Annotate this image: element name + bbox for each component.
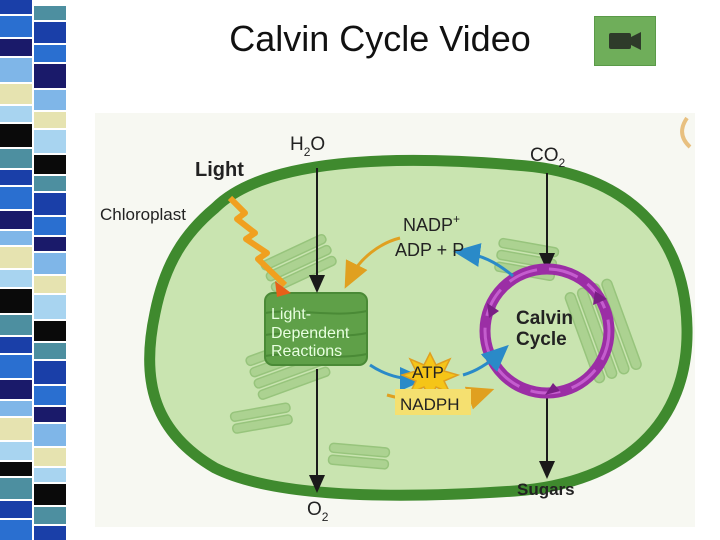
- stripe-block: [34, 217, 66, 235]
- stripe-block: [34, 468, 66, 482]
- stripe-block: [34, 193, 66, 215]
- stripe-block: [0, 315, 32, 335]
- stripe-block: [34, 6, 66, 20]
- stripe-block: [34, 321, 66, 341]
- stripe-block: [0, 401, 32, 416]
- light-bolt-head: [275, 281, 291, 297]
- atp-label: ATP: [412, 363, 444, 382]
- light-bolt: [227, 195, 288, 288]
- stripe-block: [0, 187, 32, 209]
- stripe-block: [0, 270, 32, 287]
- stripe-block: [34, 484, 66, 505]
- stripe-block: [0, 170, 32, 185]
- stripe-block: [34, 407, 66, 422]
- stripe-block: [0, 462, 32, 476]
- light-reactions-line-3: Reactions: [271, 343, 342, 360]
- co2-label: CO2: [530, 145, 566, 170]
- stripe-block: [0, 442, 32, 460]
- o2-label: O2: [307, 499, 329, 524]
- stripe-block: [0, 39, 32, 56]
- stripe-block: [34, 526, 66, 540]
- stripe-block: [0, 106, 32, 122]
- stripe-block: [0, 289, 32, 313]
- calvin-to-adp-arrow: [453, 243, 514, 278]
- stripe-block: [0, 16, 32, 37]
- nadph-highlight: [395, 389, 471, 415]
- stripe-block: [34, 295, 66, 319]
- stripe-block: [0, 231, 32, 245]
- stripe-block: [34, 130, 66, 153]
- stripe-block: [34, 155, 66, 174]
- light-label: Light: [195, 159, 244, 181]
- stripe-block: [34, 361, 66, 384]
- calvin-label-line-1: Calvin: [516, 308, 573, 329]
- calvin-cycle-ring: [479, 263, 615, 399]
- stripe-block: [0, 247, 32, 268]
- stripe-block: [0, 124, 32, 147]
- stripe-block: [34, 22, 66, 43]
- adp-label: ADP + P: [395, 240, 464, 260]
- nadp-label: NADP+: [403, 212, 460, 235]
- stripe-block: [0, 337, 32, 353]
- nadph-label: NADPH: [400, 395, 460, 414]
- stripe-block: [0, 520, 32, 540]
- stripe-block: [0, 355, 32, 378]
- decorative-stripe: [0, 0, 66, 540]
- stripe-block: [0, 478, 32, 499]
- stripe-block: [0, 84, 32, 104]
- stripe-block: [34, 424, 66, 446]
- video-camera-icon: [609, 32, 641, 50]
- light-reactions-box: [264, 292, 368, 366]
- stripe-block: [34, 448, 66, 466]
- stripe-block: [0, 58, 32, 82]
- stripe-block: [0, 501, 32, 518]
- calvin-cycle-diagram: Light- Dependent Reactions Light Chlorop…: [95, 113, 695, 527]
- stripe-block: [34, 90, 66, 110]
- stripe-block: [0, 380, 32, 399]
- stripe-block: [34, 45, 66, 62]
- light-reactions-line-1: Light-: [271, 306, 311, 323]
- calvin-label-line-2: Cycle: [516, 329, 567, 350]
- light-reactions-line-2: Dependent: [271, 325, 350, 342]
- stripe-block: [0, 211, 32, 229]
- stripe-block: [0, 0, 32, 14]
- nadp-return-arrow: [344, 236, 401, 289]
- stripe-block: [0, 149, 32, 168]
- stripe-block: [34, 176, 66, 191]
- stripe-block: [34, 64, 66, 88]
- stripe-block: [34, 112, 66, 128]
- stripe-block: [34, 386, 66, 405]
- stripe-block: [34, 253, 66, 274]
- sugars-label: Sugars: [517, 480, 575, 499]
- stripe-block: [34, 276, 66, 293]
- stripe-block: [34, 237, 66, 251]
- slide-title: Calvin Cycle Video: [229, 18, 531, 59]
- h2o-label: H2O: [290, 134, 325, 159]
- atp-to-calvin-arrow: [462, 344, 509, 377]
- chloroplast-label: Chloroplast: [100, 205, 186, 224]
- video-button[interactable]: [594, 16, 656, 66]
- stripe-block: [34, 507, 66, 524]
- stripe-block: [34, 343, 66, 359]
- stripe-block: [0, 418, 32, 440]
- corner-decoration: [680, 116, 692, 149]
